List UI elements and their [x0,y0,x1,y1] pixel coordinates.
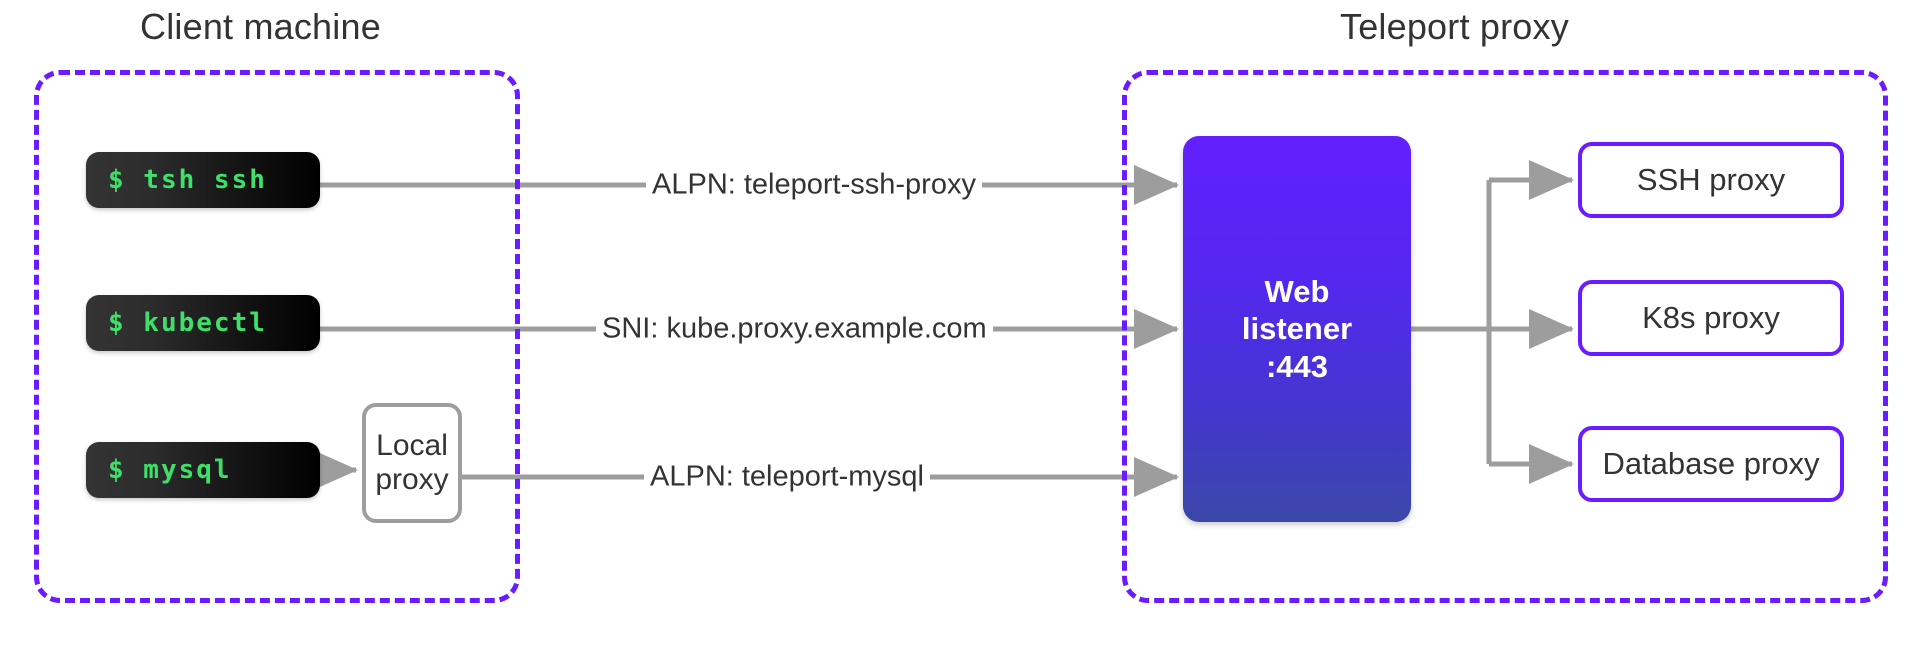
local-proxy-label-line1: Local [376,429,448,463]
web-listener-node[interactable]: Web listener :443 [1183,136,1411,522]
client-machine-boundary [34,70,520,603]
terminal-mysql[interactable]: $ mysql [86,442,320,498]
terminal-kubectl[interactable]: $ kubectl [86,295,320,351]
web-listener-label-line2: listener [1241,311,1353,347]
teleport-proxy-title: Teleport proxy [1340,6,1569,47]
web-listener-port: :443 [1265,348,1329,384]
terminal-kubectl-command: $ kubectl [108,308,267,338]
terminal-tsh-ssh-command: $ tsh ssh [108,165,267,195]
local-proxy-label-line2: proxy [375,463,449,496]
connection-label-sni-kube: SNI: kube.proxy.example.com [596,312,993,346]
terminal-tsh-ssh[interactable]: $ tsh ssh [86,152,320,208]
database-proxy-label: Database proxy [1602,446,1820,481]
terminal-mysql-command: $ mysql [108,455,232,485]
local-proxy-node[interactable]: Local proxy [362,403,462,523]
web-listener-label-line1: Web [1264,274,1330,310]
client-machine-title: Client machine [140,6,381,47]
connection-label-alpn-ssh: ALPN: teleport-ssh-proxy [646,168,982,202]
ssh-proxy-label: SSH proxy [1636,162,1786,197]
ssh-proxy-node[interactable]: SSH proxy [1578,142,1844,218]
teleport-proxy-boundary [1122,70,1888,603]
database-proxy-node[interactable]: Database proxy [1578,426,1844,502]
k8s-proxy-label: K8s proxy [1642,300,1780,335]
connection-label-alpn-mysql: ALPN: teleport-mysql [644,460,930,494]
k8s-proxy-node[interactable]: K8s proxy [1578,280,1844,356]
